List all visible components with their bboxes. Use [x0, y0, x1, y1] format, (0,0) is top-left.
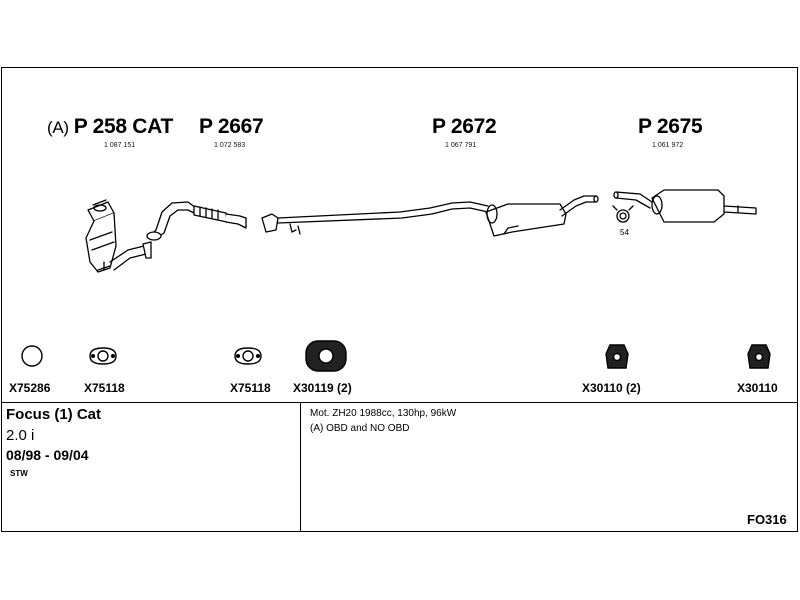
divider-horizontal [1, 402, 798, 403]
accessory-code: X30110 [737, 381, 778, 395]
part-code: P 258 CAT [73, 115, 174, 138]
flange-gasket-icon [234, 347, 262, 365]
part-label-front-pipe: P 2667 [199, 115, 264, 138]
ring-gasket-icon [21, 345, 43, 367]
vehicle-model: Focus (1) Cat [6, 406, 102, 423]
divider-vertical [300, 402, 301, 532]
part-number-front-pipe: 1 072 583 [214, 142, 246, 149]
part-label-rear-silencer: P 2675 [638, 115, 703, 138]
diagram-code: FO316 [747, 512, 787, 527]
accessory-code: X75286 [9, 381, 51, 395]
part-label-catalytic-converter: (A)P 258 CAT [47, 115, 173, 139]
diagram-frame [1, 67, 798, 532]
accessory-code: X75118 [84, 381, 125, 395]
flange-gasket-icon [89, 347, 117, 365]
part-label-middle-silencer: P 2672 [432, 115, 497, 138]
middle-silencer-drawing [261, 195, 599, 237]
clamp-quantity: 54 [620, 228, 629, 237]
part-number-catalytic-converter: 1 087 151 [104, 142, 136, 149]
rear-silencer-drawing [613, 189, 757, 223]
variant-prefix: (A) [47, 118, 69, 137]
note-obd: (A) OBD and NO OBD [310, 423, 410, 434]
accessory-code: X30110 (2) [582, 381, 641, 395]
clamp-icon [612, 205, 634, 223]
part-number-rear-silencer: 1 061 972 [652, 142, 684, 149]
rubber-mount-icon [305, 340, 347, 372]
accessory-code: X75118 [230, 381, 271, 395]
catalytic-converter-drawing [85, 199, 152, 273]
note-engine: Mot. ZH20 1988cc, 130hp, 96kW [310, 408, 457, 419]
vehicle-engine: 2.0 i [6, 427, 35, 444]
vehicle-body: STW [10, 469, 28, 478]
rubber-hanger-icon [605, 344, 629, 369]
rubber-hanger-icon [747, 344, 771, 369]
vehicle-years: 08/98 - 09/04 [6, 447, 89, 463]
front-pipe-drawing [146, 201, 247, 241]
part-number-middle-silencer: 1 067 791 [445, 142, 477, 149]
accessory-code: X30119 (2) [293, 381, 352, 395]
